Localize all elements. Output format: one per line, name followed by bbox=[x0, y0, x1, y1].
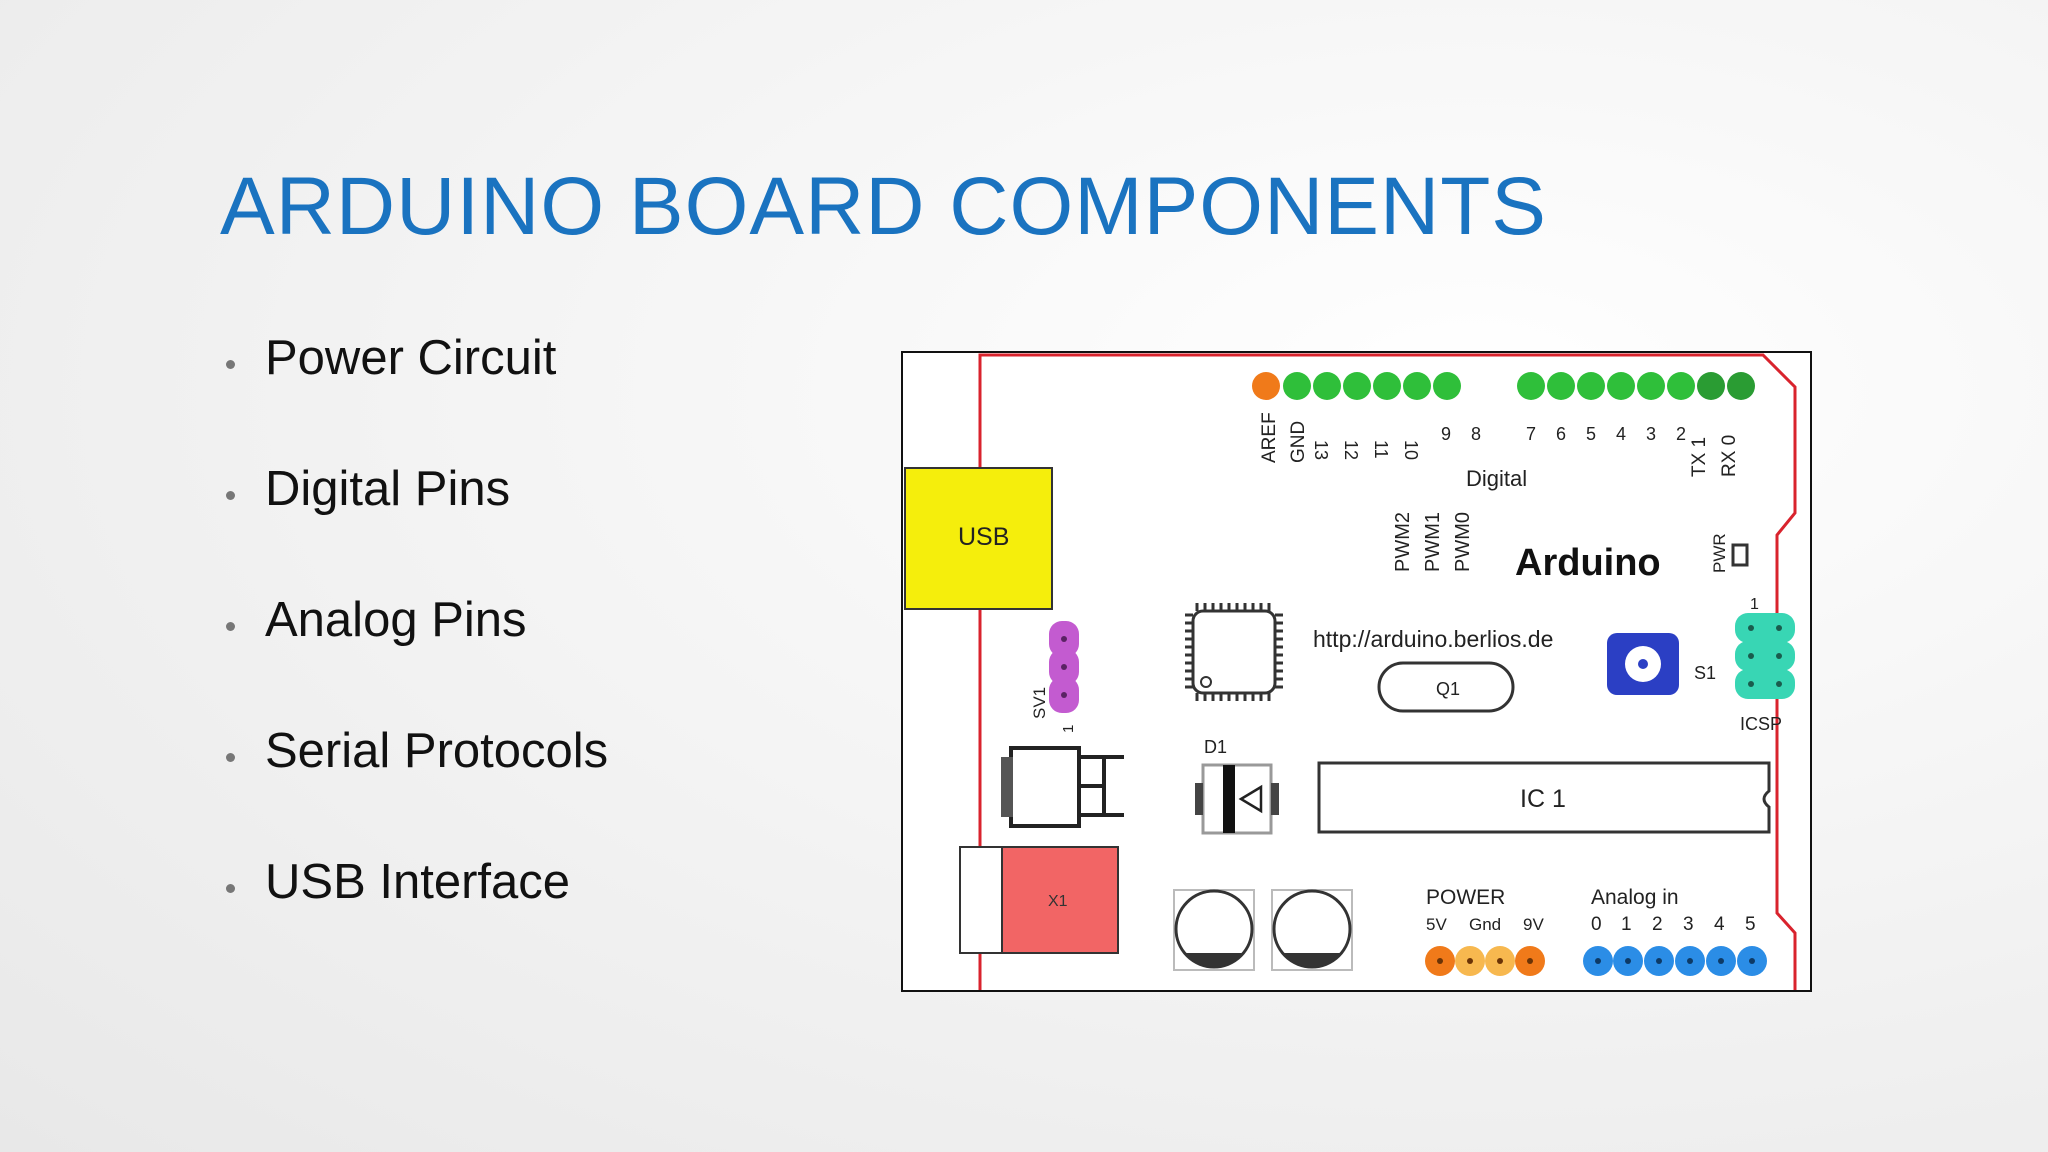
pin-label-12: 12 bbox=[1341, 440, 1361, 460]
bullet-item: USB Interface bbox=[226, 854, 608, 985]
analog-pin-2: 2 bbox=[1652, 914, 1663, 935]
arduino-brand: Arduino bbox=[1515, 542, 1661, 584]
bullet-list: Power Circuit Digital Pins Analog Pins S… bbox=[226, 330, 608, 985]
arduino-board-diagram: AREF GND 13 12 11 10 9 8 7 6 5 4 3 2 TX … bbox=[901, 351, 1812, 992]
header-pin bbox=[1577, 372, 1605, 400]
bullet-item: Power Circuit bbox=[226, 330, 608, 461]
pin-label-5: 5 bbox=[1586, 424, 1596, 444]
capacitor-1 bbox=[1173, 889, 1255, 971]
crystal-label: Q1 bbox=[1436, 679, 1460, 699]
bullet-dot bbox=[226, 884, 235, 893]
crystal bbox=[1377, 661, 1515, 713]
pin-label-2: 2 bbox=[1676, 424, 1686, 444]
pin-label-rx: RX 0 bbox=[1719, 435, 1740, 477]
icsp-header bbox=[1735, 613, 1795, 699]
pwr-led bbox=[1731, 543, 1749, 567]
pin-label-aref: AREF bbox=[1259, 412, 1280, 463]
board-svg: AREF GND 13 12 11 10 9 8 7 6 5 4 3 2 TX … bbox=[904, 353, 1797, 990]
analog-pin-3: 3 bbox=[1683, 914, 1694, 935]
header-pin bbox=[1343, 372, 1371, 400]
voltage-regulator bbox=[1001, 746, 1124, 828]
mcu-chip bbox=[1185, 603, 1283, 701]
pin-label-10: 10 bbox=[1401, 440, 1421, 460]
pin-label-9: 9 bbox=[1441, 424, 1451, 444]
analog-pin-1: 1 bbox=[1621, 914, 1632, 935]
slide-title: ARDUINO BOARD COMPONENTS bbox=[220, 161, 1547, 252]
power-pin-9v: 9V bbox=[1523, 915, 1544, 934]
usb-label: USB bbox=[958, 523, 1009, 551]
bullet-dot bbox=[226, 622, 235, 631]
header-pin bbox=[1727, 372, 1755, 400]
usb-connector bbox=[904, 467, 1053, 610]
pin-label-7: 7 bbox=[1526, 424, 1536, 444]
bullet-text: Serial Protocols bbox=[265, 724, 609, 778]
analog-header-label: Analog in bbox=[1591, 886, 1679, 909]
bullet-text: Digital Pins bbox=[265, 462, 511, 516]
pwm0-label: PWM0 bbox=[1452, 512, 1474, 572]
power-header-pins bbox=[1425, 946, 1545, 976]
bullet-dot bbox=[226, 491, 235, 500]
sv1-pin1-label: 1 bbox=[1060, 725, 1077, 733]
analog-pin-0: 0 bbox=[1591, 914, 1602, 935]
diode-label: D1 bbox=[1204, 737, 1227, 757]
digital-pin-labels: AREF GND 13 12 11 10 9 8 7 6 5 4 3 2 TX … bbox=[1259, 412, 1740, 477]
pwm2-label: PWM2 bbox=[1392, 512, 1414, 572]
header-pin bbox=[1403, 372, 1431, 400]
pin-label-6: 6 bbox=[1556, 424, 1566, 444]
header-pin bbox=[1373, 372, 1401, 400]
pwr-label: PWR bbox=[1710, 533, 1729, 573]
pwm1-label: PWM1 bbox=[1422, 512, 1444, 572]
analog-header-pins bbox=[1583, 946, 1767, 976]
capacitor-2 bbox=[1271, 889, 1353, 971]
pin-label-4: 4 bbox=[1616, 424, 1626, 444]
pin-label-11: 11 bbox=[1371, 440, 1391, 459]
header-pin bbox=[1607, 372, 1635, 400]
bullet-text: Analog Pins bbox=[265, 593, 527, 647]
ic1-label: IC 1 bbox=[1520, 785, 1566, 813]
bullet-item: Serial Protocols bbox=[226, 723, 608, 854]
bullet-dot bbox=[226, 753, 235, 762]
power-jack-label: X1 bbox=[1048, 893, 1068, 910]
icsp-label: ICSP bbox=[1740, 714, 1782, 734]
header-pin bbox=[1517, 372, 1545, 400]
bullet-text: Power Circuit bbox=[265, 331, 557, 385]
bullet-item: Analog Pins bbox=[226, 592, 608, 723]
pwm-labels: PWM2 PWM1 PWM0 bbox=[1392, 512, 1474, 572]
power-header-label: POWER bbox=[1426, 886, 1505, 909]
bullet-item: Digital Pins bbox=[226, 461, 608, 592]
analog-pin-4: 4 bbox=[1714, 914, 1725, 935]
diode bbox=[1195, 763, 1279, 835]
sv1-header bbox=[1049, 621, 1079, 713]
power-pin-5v: 5V bbox=[1426, 915, 1447, 934]
ic1-chip bbox=[1317, 761, 1771, 834]
reset-label: S1 bbox=[1694, 663, 1716, 683]
bullet-text: USB Interface bbox=[265, 855, 571, 909]
pin-label-tx: TX 1 bbox=[1689, 437, 1710, 477]
header-pin bbox=[1547, 372, 1575, 400]
pin-label-8: 8 bbox=[1471, 424, 1481, 444]
sv1-label: SV1 bbox=[1030, 687, 1049, 719]
power-pin-gnd: Gnd bbox=[1469, 915, 1501, 934]
bullet-dot bbox=[226, 360, 235, 369]
pin-label-13: 13 bbox=[1311, 440, 1331, 460]
reset-button bbox=[1607, 633, 1679, 695]
icsp-pin1-label: 1 bbox=[1750, 596, 1759, 613]
header-pin bbox=[1697, 372, 1725, 400]
header-pin bbox=[1283, 372, 1311, 400]
pin-label-3: 3 bbox=[1646, 424, 1656, 444]
digital-header-right bbox=[1517, 372, 1755, 400]
header-pin bbox=[1313, 372, 1341, 400]
analog-pin-labels: 0 1 2 3 4 5 bbox=[1591, 914, 1756, 935]
pin-label-gnd: GND bbox=[1288, 421, 1309, 463]
header-pin bbox=[1667, 372, 1695, 400]
aref-pin bbox=[1252, 372, 1280, 400]
digital-label: Digital bbox=[1466, 466, 1527, 491]
header-pin bbox=[1637, 372, 1665, 400]
digital-header-left bbox=[1252, 372, 1461, 400]
analog-pin-5: 5 bbox=[1745, 914, 1756, 935]
power-jack bbox=[959, 846, 1119, 954]
header-pin bbox=[1433, 372, 1461, 400]
board-url: http://arduino.berlios.de bbox=[1313, 626, 1553, 652]
board-outline bbox=[978, 353, 1797, 990]
